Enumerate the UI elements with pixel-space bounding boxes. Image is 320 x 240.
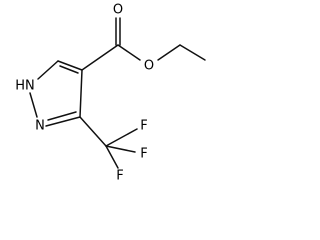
bond-oester-ch2: [157, 44, 181, 61]
atom-n: N: [35, 119, 45, 134]
bond-n2-c3-double: [47, 111, 77, 121]
bond-cf3-fright: [105, 145, 136, 153]
bond-cf3-ftop: [105, 128, 138, 147]
bond-c5-n1: [37, 60, 59, 80]
atom-nh: HN: [15, 79, 35, 94]
bond-c5-c4-double: [59, 65, 79, 74]
atom-f-top: F: [140, 119, 147, 134]
bond-c3-c4: [79, 69, 83, 118]
bond-c4-ccarbonyl: [81, 44, 119, 71]
bond-cf3-fbottom: [105, 145, 119, 169]
bond-c3-cf3: [79, 116, 107, 147]
atom-labels: HN N O O F F F: [15, 3, 154, 184]
bonds: [29, 17, 206, 169]
bond-n2-c3: [45, 116, 81, 127]
atom-f-right: F: [140, 147, 147, 162]
bond-n1-n2: [29, 92, 38, 118]
atom-f-bottom: F: [116, 169, 123, 184]
atom-o-carbonyl: O: [113, 3, 123, 18]
bond-ch2-ch3: [179, 44, 206, 61]
bond-c5-c4: [57, 60, 83, 71]
bond-c-oester: [117, 44, 141, 61]
chemical-structure: HN N O O F F F: [15, 3, 206, 184]
atom-o-ester: O: [144, 59, 154, 74]
